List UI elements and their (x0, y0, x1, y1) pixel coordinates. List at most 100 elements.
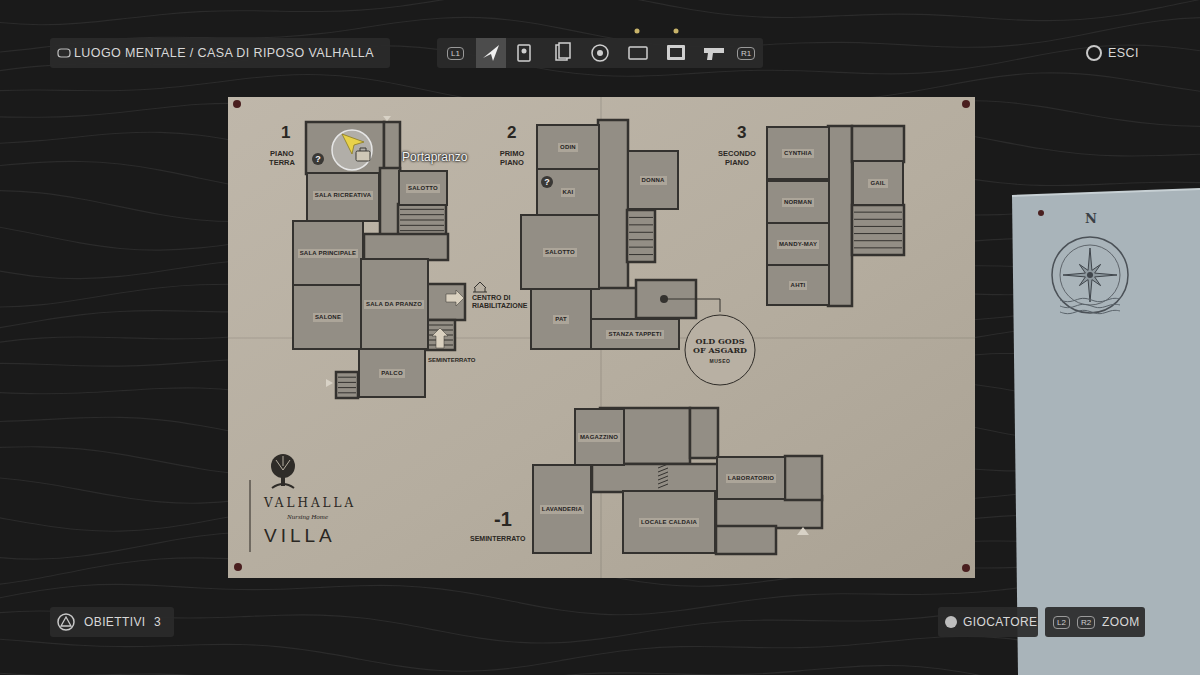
room-label: ODIN (558, 143, 578, 152)
case-tab-icon (592, 45, 608, 61)
label-hud2: 3 (154, 614, 161, 630)
room: PAT (530, 288, 592, 350)
map-tab-icon (483, 45, 499, 61)
room-label: SALA DA PRANZO (364, 300, 424, 309)
stick-icon (945, 616, 957, 628)
stair-step (629, 247, 653, 248)
floor-area (592, 464, 722, 492)
exit-arrow (446, 290, 464, 306)
stair-step (400, 230, 444, 231)
stair-step (338, 387, 356, 388)
room-label: MANDY-MAY (777, 240, 819, 249)
room-label: STANZA TAPPETI (606, 330, 663, 339)
toggle-icon (58, 49, 70, 57)
label-chip: R2 (1077, 616, 1095, 629)
room: ODIN (536, 124, 600, 170)
floor-area (425, 284, 465, 320)
floor-area (384, 122, 400, 170)
label-fname: SECONDO PIANO (713, 149, 761, 167)
label-q: ? (541, 176, 553, 188)
floor-area (398, 204, 446, 236)
room: MAGAZZINO (574, 408, 625, 466)
player-marker-ring (332, 130, 372, 170)
label-hud2: GIOCATORE (963, 614, 1038, 630)
entry-marker (797, 527, 809, 535)
compass-center (1087, 272, 1093, 278)
wave-line (1060, 310, 1120, 313)
circle-outline (685, 315, 755, 385)
label-small: CENTRO DI RIABILITAZIONE (472, 294, 542, 310)
room-label: MAGAZZINO (578, 433, 620, 442)
room-label: KAI (561, 188, 576, 197)
stair-step (400, 220, 444, 221)
compass-star (1063, 248, 1117, 302)
label-fnum2: -1 (494, 508, 512, 530)
label-villa: VILLA (264, 526, 336, 546)
room: SALA DA PRANZO (360, 258, 429, 350)
room: SALA PRINCIPALE (292, 220, 364, 286)
stair-step (629, 224, 653, 225)
room-label: NORMAN (782, 198, 814, 207)
stair-step (629, 254, 653, 255)
selected-tab (476, 38, 506, 68)
hatch-line (658, 484, 668, 488)
room: CYNTHIA (766, 126, 830, 180)
compass-ring (1052, 237, 1128, 313)
stair-step (400, 214, 444, 215)
label-chip: L1 (447, 47, 464, 60)
label-hud2: ZOOM (1102, 614, 1140, 630)
tv-tab-icon (670, 48, 682, 57)
room-label: OLD GODS OF ASGARD (692, 337, 748, 355)
wave-line (1060, 298, 1120, 301)
floor-area (716, 526, 776, 554)
room: SALOTTO (520, 214, 600, 290)
leader-line (664, 299, 720, 312)
player-bar (938, 607, 1038, 637)
wave-line (1060, 304, 1120, 307)
label-hud: ESCI (1108, 45, 1139, 61)
room-label: LOCALE CALDAIA (639, 518, 699, 527)
label-fnum: 3 (737, 124, 746, 142)
room: AHTI (766, 264, 830, 306)
hatch-line (658, 464, 668, 468)
pin (962, 100, 970, 108)
floor-area (598, 120, 628, 290)
museum-circle: OLD GODS OF ASGARD MUSEO (684, 314, 756, 386)
room: NORMAN (766, 180, 830, 224)
floor-area (852, 205, 904, 255)
floor-area (590, 288, 638, 320)
stair-step (338, 382, 356, 383)
label-fname: PIANO TERRA (262, 149, 302, 167)
room: DONNA (627, 150, 679, 210)
floor-area (785, 456, 822, 500)
stair-step (854, 212, 902, 213)
floor-area (852, 126, 904, 162)
tv-tab-icon (667, 45, 685, 60)
room: SALA RICREATIVA (306, 172, 380, 222)
hatch-line (658, 468, 668, 472)
map-paper (228, 97, 975, 578)
rule-line (250, 480, 251, 552)
room-label: SALA PRINCIPALE (298, 249, 359, 258)
stair-step (629, 239, 653, 240)
hatch-line (658, 472, 668, 476)
room-label: SALOTTO (543, 248, 577, 257)
tree-branches (276, 456, 290, 470)
label-chip: L2 (1053, 616, 1070, 629)
notification-dot (674, 29, 679, 34)
pin (233, 100, 241, 108)
lunchbox-handle (360, 148, 366, 151)
room-label: LABORATORIO (726, 474, 776, 483)
pin (962, 564, 970, 572)
floor-area (627, 210, 655, 262)
room: SALONE (292, 284, 364, 350)
zoom-bar (1045, 607, 1145, 637)
profile-tab-icon (522, 49, 527, 54)
building-icon (473, 282, 487, 292)
case-tab-icon (597, 50, 603, 56)
label-fnum: 2 (507, 124, 516, 142)
stairs-arrow (432, 328, 448, 348)
room-label: DONNA (640, 176, 667, 185)
sub-label: MUSEO (710, 358, 731, 364)
